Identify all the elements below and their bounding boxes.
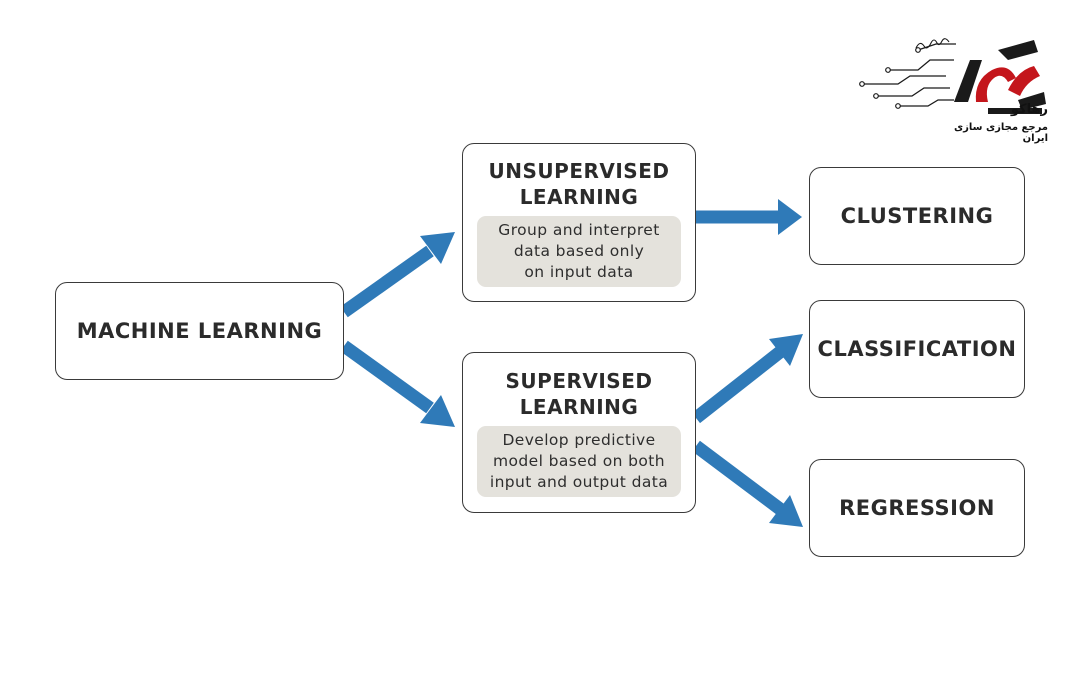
node-classification-title: CLASSIFICATION xyxy=(817,337,1017,361)
node-supervised-learning: SUPERVISED LEARNING Develop predictive m… xyxy=(462,352,696,513)
node-machine-learning: MACHINE LEARNING xyxy=(55,282,344,380)
logo-wordmark: رهاکو xyxy=(1010,102,1048,117)
node-supervised-title-line1: SUPERVISED xyxy=(505,369,653,393)
logo-circuit-nodes xyxy=(859,47,921,109)
node-supervised-desc-line3: input and output data xyxy=(489,473,669,491)
edge-ml-to-unsupervised-shaft xyxy=(340,245,434,318)
node-regression-title: REGRESSION xyxy=(839,496,995,520)
node-regression: REGRESSION xyxy=(809,459,1025,557)
edge-unsupervised-to-clustering-head xyxy=(778,199,802,235)
edge-supervised-to-regression-shaft xyxy=(692,440,784,515)
node-supervised-desc-line1: Develop predictive xyxy=(502,431,656,449)
edge-ml-to-unsupervised-head xyxy=(420,232,455,264)
logo-circuit-traces xyxy=(862,43,956,107)
node-unsupervised-desc-line1: Group and interpret xyxy=(498,221,660,239)
node-machine-learning-title: MACHINE LEARNING xyxy=(76,319,323,343)
node-clustering-title: CLUSTERING xyxy=(840,204,994,228)
edge-ml-to-supervised-shaft xyxy=(340,340,434,414)
logo-caption: مرجع مجازی سازی ایران xyxy=(954,122,1048,144)
node-supervised-desc-line2: model based on both xyxy=(493,452,665,470)
node-unsupervised-desc-line2: data based only xyxy=(513,242,645,260)
node-unsupervised-title-line1: UNSUPERVISED xyxy=(488,159,670,183)
logo-signature-mark xyxy=(915,38,950,49)
node-classification: CLASSIFICATION xyxy=(809,300,1025,398)
node-unsupervised-learning: UNSUPERVISED LEARNING Group and interpre… xyxy=(462,143,696,302)
node-supervised-description: Develop predictive model based on both i… xyxy=(477,426,681,497)
brand-logo xyxy=(859,38,1046,114)
node-unsupervised-desc-line3: on input data xyxy=(524,263,634,281)
logo-letterforms xyxy=(954,40,1046,114)
edge-supervised-to-classification-head xyxy=(769,334,803,366)
edge-ml-to-supervised-head xyxy=(420,395,455,427)
edge-supervised-to-classification-shaft xyxy=(691,346,785,424)
node-unsupervised-title-line2: LEARNING xyxy=(519,185,639,209)
node-unsupervised-description: Group and interpret data based only on i… xyxy=(477,216,681,287)
node-clustering: CLUSTERING xyxy=(809,167,1025,265)
node-supervised-title-line2: LEARNING xyxy=(519,395,639,419)
edge-supervised-to-regression-head xyxy=(769,495,803,527)
